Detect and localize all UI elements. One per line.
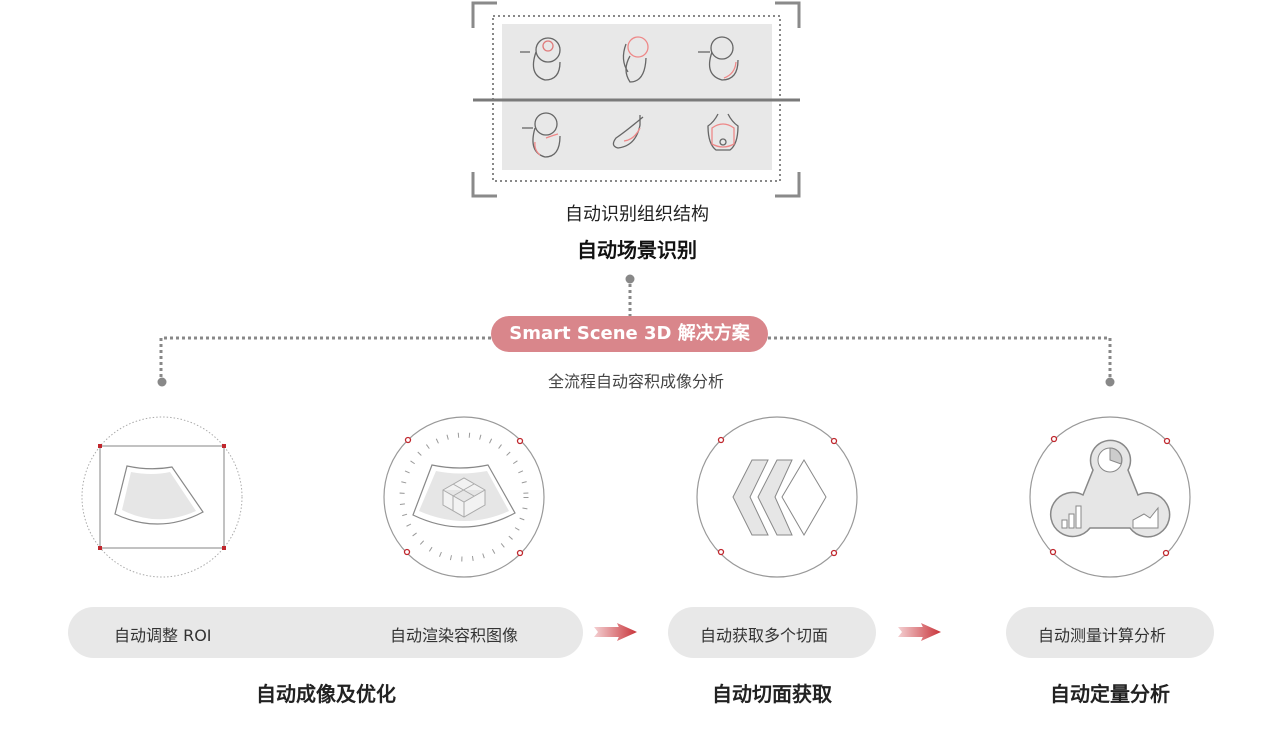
solution-description: 全流程自动容积成像分析	[547, 372, 725, 391]
scene-recognition-frame	[471, 1, 801, 198]
group-label: 自动定量分析	[1050, 682, 1170, 706]
connector-dot	[1105, 377, 1115, 387]
uterus-icon	[707, 113, 739, 151]
solution-badge: Smart Scene 3D 解决方案	[491, 316, 768, 352]
slice-step-pill: 自动获取多个切面	[668, 607, 876, 658]
step-label: 自动渲染容积图像	[390, 626, 519, 645]
arrow-icon	[898, 623, 941, 641]
measure-step-pill: 自动测量计算分析	[1006, 607, 1214, 658]
volume-render-icon	[383, 416, 545, 578]
step-label: 自动获取多个切面	[700, 626, 829, 645]
group-label: 自动切面获取	[712, 682, 832, 706]
scene-panel	[502, 24, 772, 170]
top-subtitle: 自动识别组织结构	[565, 204, 709, 225]
connector-right	[768, 336, 1112, 378]
arrow-icon	[594, 623, 637, 641]
measurement-analysis-icon	[1029, 416, 1191, 578]
top-title: 自动场景识别	[577, 238, 697, 262]
roi-icon	[81, 416, 243, 578]
multi-slice-icon	[696, 416, 858, 578]
fetal-icons	[520, 36, 739, 158]
connector-dot	[157, 377, 167, 387]
fetus-head-icon	[622, 36, 649, 83]
step-label: 自动测量计算分析	[1038, 626, 1167, 645]
group-label: 自动成像及优化	[256, 682, 396, 706]
fetus-brain-icon	[520, 37, 561, 81]
placenta-icon	[612, 115, 644, 149]
fetus-spine-icon	[698, 36, 739, 81]
step-label: 自动调整 ROI	[114, 626, 212, 645]
connector-dot	[625, 274, 635, 284]
imaging-steps-pill: 自动调整 ROI 自动渲染容积图像	[68, 607, 583, 658]
fetus-limb-icon	[522, 112, 561, 158]
connector-left	[159, 336, 491, 378]
